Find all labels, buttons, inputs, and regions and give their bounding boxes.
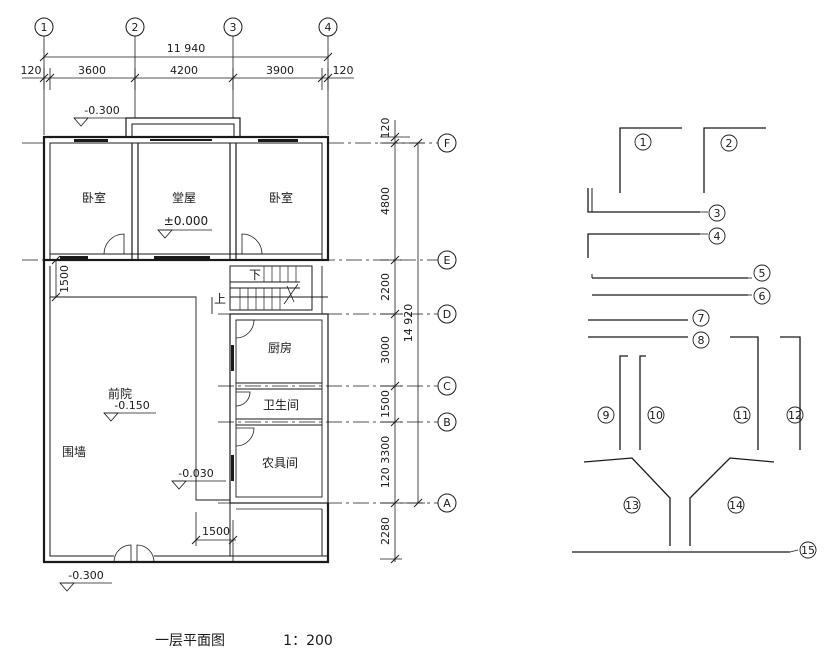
drawing-title: 一层平面图 [155, 633, 225, 649]
detail-labels: 1 2 3 4 5 6 7 8 9 10 11 12 13 14 15 [597, 133, 817, 559]
detail-label-1: 1 [640, 136, 647, 149]
axis-label-e: E [444, 254, 451, 267]
axis-label-3: 3 [230, 21, 237, 34]
detail-label-3: 3 [714, 207, 721, 220]
detail-label-8: 8 [698, 334, 705, 347]
level-entry-top: -0.300 [84, 104, 119, 117]
detail-label-9: 9 [603, 409, 610, 422]
axis-label-b: B [443, 416, 451, 429]
axis-label-4: 4 [325, 21, 332, 34]
detail-label-13: 13 [625, 499, 639, 512]
axis-bubbles-top: 1 2 3 4 [34, 17, 338, 562]
drawing-scale: 1：200 [283, 633, 333, 649]
dim-dc: 3000 [379, 336, 392, 364]
detail-label-10: 10 [649, 409, 663, 422]
detail-label-5: 5 [759, 267, 766, 280]
doors [103, 233, 263, 563]
level-court: -0.150 [114, 399, 149, 412]
room-bathroom: 卫生间 [263, 398, 299, 412]
room-front-yard: 前院 [108, 386, 132, 401]
detail-label-12: 12 [788, 409, 802, 422]
room-tool-room: 农具间 [262, 456, 298, 470]
windows [60, 139, 298, 481]
stair-up-label: 上 [214, 292, 226, 306]
axis-label-2: 2 [132, 21, 139, 34]
room-labels: 卧室 堂屋 卧室 厨房 卫生间 农具间 前院 围墙 [62, 190, 299, 470]
walls [42, 117, 330, 564]
detail-label-14: 14 [729, 499, 743, 512]
axis-label-1: 1 [41, 21, 48, 34]
axis-label-c: C [443, 380, 451, 393]
level-marks: -0.300 ±0.000 -0.150 -0.030 -0.300 [59, 104, 226, 592]
detail-label-15: 15 [801, 544, 815, 557]
detail-shapes [572, 127, 801, 553]
inner-dimensions: 1500 1500 [51, 255, 238, 546]
dim-bay-3: 3900 [266, 64, 294, 77]
dim-left-1500: 1500 [58, 265, 71, 293]
dim-total-depth: 14 920 [402, 304, 415, 343]
axis-label-d: D [443, 308, 451, 321]
room-hall: 堂屋 [172, 191, 196, 205]
detail-label-11: 11 [735, 409, 749, 422]
dim-ba: 120 3300 [379, 436, 392, 489]
dim-fe: 4800 [379, 187, 392, 215]
dim-cb: 1500 [379, 390, 392, 418]
level-step: -0.030 [178, 467, 213, 480]
staircase: 下 上 [214, 265, 313, 311]
level-bottom: -0.300 [68, 569, 103, 582]
dim-left-wall: 120 [21, 64, 42, 77]
room-bedroom-right: 卧室 [269, 190, 293, 205]
dim-f-wall: 120 [379, 118, 392, 139]
dim-right-wall: 120 [333, 64, 354, 77]
dim-bay-2: 4200 [170, 64, 198, 77]
detail-label-7: 7 [698, 312, 705, 325]
detail-label-2: 2 [726, 137, 733, 150]
axis-label-f: F [444, 137, 450, 150]
detail-label-4: 4 [714, 230, 721, 243]
dim-bottom-1500: 1500 [202, 525, 230, 538]
level-hall: ±0.000 [164, 214, 208, 228]
right-dimensions: 120 4800 2200 3000 1500 120 3300 2280 14… [379, 118, 425, 564]
dim-ed: 2200 [379, 273, 392, 301]
dim-below-a: 2280 [379, 517, 392, 545]
dim-total-width: 11 940 [167, 42, 206, 55]
stair-down-label: 下 [249, 268, 261, 282]
enclosure-wall-label: 围墙 [62, 445, 86, 459]
room-kitchen: 厨房 [268, 340, 292, 355]
top-dimensions: 11 940 120 3600 4200 3900 120 [21, 42, 354, 90]
room-bedroom-left: 卧室 [82, 190, 106, 205]
dim-bay-1: 3600 [78, 64, 106, 77]
drawing-title-block: 一层平面图 1：200 [155, 633, 333, 649]
axis-label-a: A [443, 497, 451, 510]
detail-label-6: 6 [759, 290, 766, 303]
